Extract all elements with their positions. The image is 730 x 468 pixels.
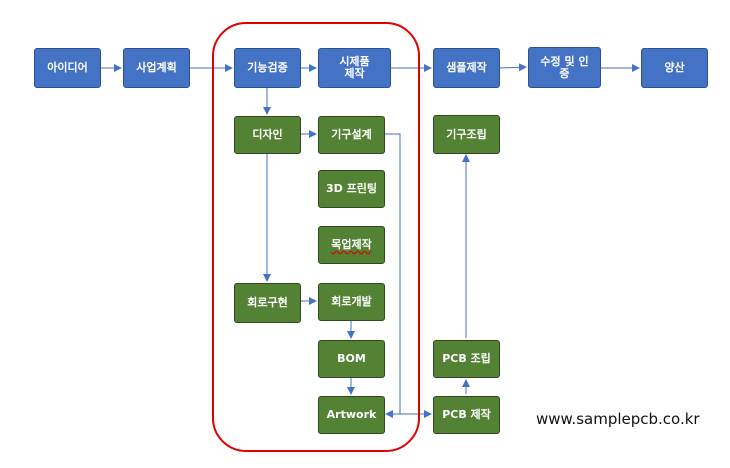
node-pcb-fab: PCB 제작 [433, 396, 500, 434]
arrow-sample-to-cert [499, 63, 527, 72]
node-pcb-assembly: PCB 조립 [433, 340, 500, 378]
node-mass-production: 양산 [641, 48, 708, 88]
node-mockup: 목업제작 [318, 226, 385, 264]
node-mech-assembly: 기구조립 [433, 115, 500, 154]
node-certification: 수정 및 인 증 [528, 47, 601, 88]
node-mech-design: 기구설계 [318, 116, 385, 154]
node-3d-printing: 3D 프린팅 [318, 170, 385, 208]
node-design: 디자인 [234, 116, 301, 154]
node-idea: 아이디어 [34, 48, 101, 88]
site-watermark: www.samplepcb.co.kr [536, 410, 700, 428]
node-prototype: 시제품 제작 [318, 48, 391, 88]
verification-highlight-frame [212, 22, 420, 452]
node-circuit-dev: 회로개발 [318, 283, 385, 321]
node-bom: BOM [318, 340, 385, 378]
node-circuit-impl: 회로구현 [234, 283, 301, 323]
node-sample: 샘플제작 [433, 48, 500, 88]
node-function-verify: 기능검증 [234, 48, 301, 88]
node-artwork: Artwork [318, 396, 385, 434]
node-business-plan: 사업계획 [123, 48, 190, 88]
node-mockup-label: 목업제작 [331, 238, 372, 251]
